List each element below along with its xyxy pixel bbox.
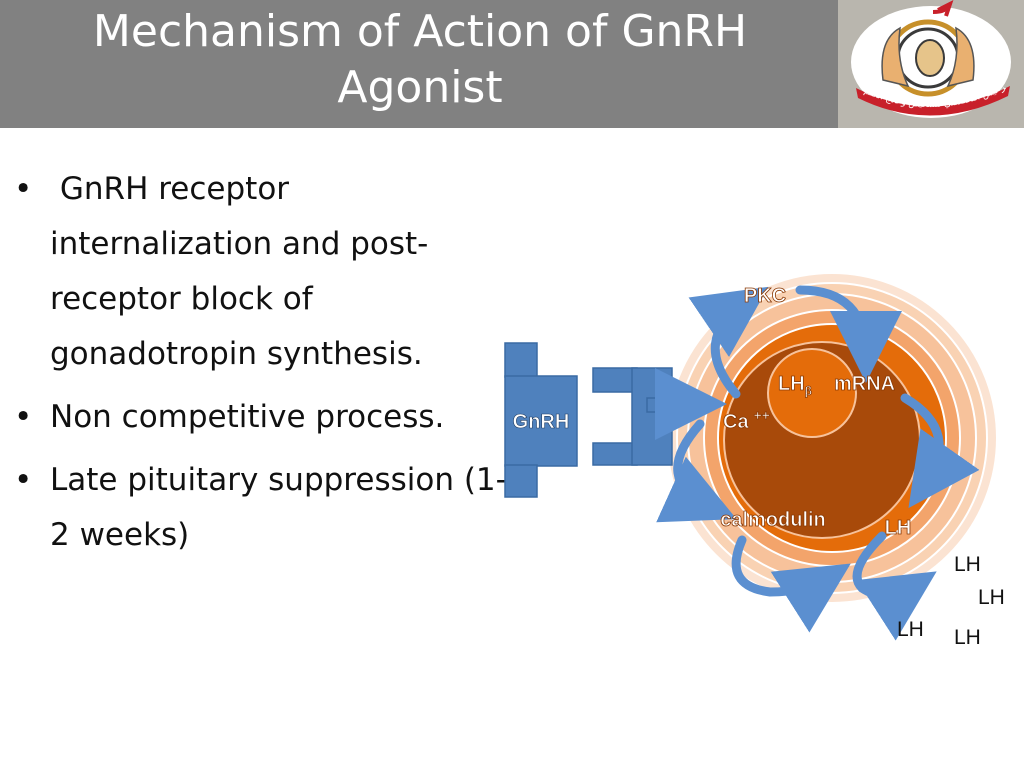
bullet-text-1: GnRH receptor internalization and post-r… [50,171,429,372]
clinic-logo: مركز ليس التخصصي لتشخيص وعلاج العقم [835,0,1024,128]
released-lh-3: LH [897,618,924,641]
bullet-list: • GnRH receptor internalization and post… [14,162,514,571]
gnrh-ligand-shape [504,342,578,498]
ca-to-pkc-arrow [688,286,769,399]
bullet-text-3: Late pituitary suppression (1-2 weeks) [50,462,507,553]
bullet-item-1: • GnRH receptor internalization and post… [14,162,514,382]
pkc-label: PKC [744,285,786,307]
title-line-1: Mechanism of Action of GnRH [92,6,748,57]
released-lh-2: LH [978,586,1005,609]
lh-label: LH [885,517,912,539]
gnrh-receptor-shape [592,367,676,466]
bullet-item-3: • Late pituitary suppression (1-2 weeks) [14,453,514,563]
title-line-2: Agonist [337,62,503,113]
bullet-marker: • [14,462,33,498]
calmodulin-label: calmodulin [720,509,826,531]
gnrh-label: GnRH [513,411,570,433]
released-lh-1: LH [954,553,981,576]
bullet-marker: • [14,171,33,207]
mrna-to-lh-arrow [900,393,980,509]
bullet-marker: • [14,399,33,435]
lh-beta-label: LHβ [778,373,812,398]
hands-embryo-logo-icon: مركز ليس التخصصي لتشخيص وعلاج العقم [835,0,1011,118]
bullet-text-2: Non competitive process. [50,399,445,435]
bullet-item-2: • Non competitive process. [14,390,514,445]
lh-release-arrow [852,531,937,641]
calmodulin-loop-arrow [731,535,851,633]
slide-title: Mechanism of Action of GnRH Agonist [0,4,840,116]
released-lh-4: LH [954,626,981,649]
pkc-to-mrna-arrow [795,285,902,383]
ca-to-calmodulin-arrow [656,419,737,523]
title-bar: Mechanism of Action of GnRH Agonist مركز… [0,0,1024,128]
mrna-label: mRNA [834,373,895,395]
ca-label: Ca++ [723,407,770,433]
